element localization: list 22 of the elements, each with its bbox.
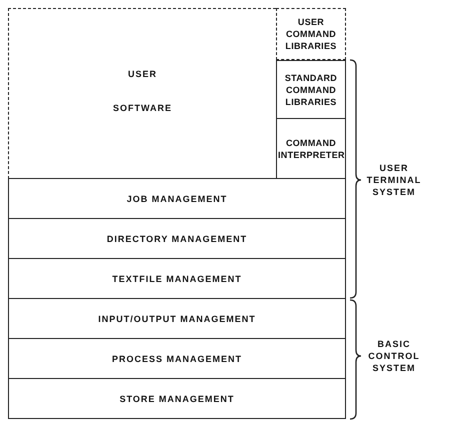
layer-box: [8, 258, 346, 299]
layer-name: STANDARD COMMAND LIBRARIES: [284, 72, 338, 108]
layer-name: COMMAND INTERPRETER: [278, 136, 344, 160]
group-label: BASIC CONTROL SYSTEM: [367, 338, 421, 374]
layer-name: JOB MANAGEMENT: [126, 192, 228, 204]
layer-box: [8, 378, 346, 419]
layer-box: [8, 298, 346, 339]
layer-box: [8, 218, 346, 259]
layer-name: DIRECTORY MANAGEMENT: [106, 232, 248, 244]
interpreter-box: [276, 118, 346, 179]
group-label: USER TERMINAL SYSTEM: [366, 162, 422, 198]
layer-box: [8, 338, 346, 379]
layer-box: [8, 178, 346, 219]
layer-name: STORE MANAGEMENT: [120, 392, 234, 404]
layer-name: INPUT/OUTPUT MANAGEMENT: [98, 312, 256, 324]
layer-name: TEXTFILE MANAGEMENT: [112, 272, 242, 284]
library-box: [276, 60, 346, 119]
layer-name: USER COMMAND LIBRARIES: [284, 16, 338, 52]
software-region: [8, 8, 276, 179]
library-box: [276, 8, 346, 60]
layer-name: PROCESS MANAGEMENT: [112, 352, 242, 364]
layer-name: USER SOFTWARE: [112, 68, 173, 115]
